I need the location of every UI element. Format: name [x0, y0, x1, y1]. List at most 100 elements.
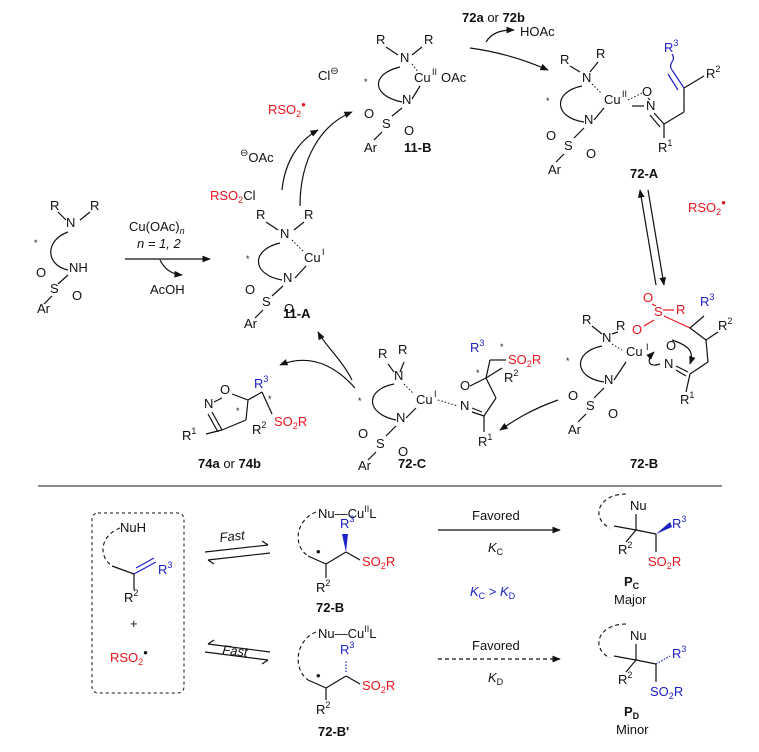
svg-text:N: N [460, 398, 469, 413]
svg-text:*: * [364, 77, 368, 87]
pd-label: PD [624, 704, 640, 721]
svg-text:S: S [564, 138, 573, 153]
ligand-structure: R R N * NH O S O Ar [34, 198, 99, 316]
svg-text:*: * [358, 396, 362, 406]
svg-text:R2: R2 [618, 540, 632, 557]
svg-text:*: * [546, 96, 550, 106]
svg-text:N: N [602, 330, 611, 345]
svg-text:Cu: Cu [414, 70, 431, 85]
chloride-label: Cl⊖ [318, 66, 339, 83]
svg-text:R: R [398, 342, 407, 357]
svg-text:S: S [382, 116, 391, 131]
kd-label: KD [488, 670, 504, 687]
svg-text:N: N [582, 70, 591, 85]
regeneration-arrow [317, 331, 353, 381]
svg-text:R2: R2 [252, 420, 266, 437]
svg-text:SO2R: SO2R [648, 554, 681, 571]
intermediate-72c: R R N Cu I * N O S O Ar N O R1 * R2 R3 * [358, 338, 541, 473]
svg-text:R1: R1 [658, 138, 672, 155]
svg-text:Ar: Ar [364, 140, 378, 155]
svg-text:•: • [316, 544, 321, 559]
svg-text:N: N [394, 368, 403, 383]
rso2cl-label: RSO2Cl [210, 188, 256, 205]
oxidation-arrows: RSO2Cl ⊖OAc RSO2• Cl⊖ [210, 66, 353, 207]
product-pd: Nu R2 R3 SO2R PD Minor [598, 623, 686, 737]
catalyst-11a: R R N Cu I * N O S O Ar 11-A [244, 207, 325, 331]
fast-bottom-label: Fast [222, 642, 250, 660]
pc-label: PC [624, 574, 640, 591]
svg-text:*: * [34, 238, 38, 248]
svg-text:R3: R3 [158, 560, 172, 577]
nu-cu-top-label: Nu—CuIIL [318, 504, 377, 521]
bottom-72b-label: 72-B [316, 600, 344, 615]
product-label: 74a or 74b [198, 456, 261, 471]
favored-arrow-bottom: Favored KD [438, 638, 561, 687]
svg-text:R1: R1 [680, 390, 694, 407]
svg-text:R3: R3 [340, 640, 354, 657]
svg-text:N: N [402, 92, 411, 107]
svg-text:R3: R3 [672, 644, 686, 661]
hoac-label: HOAc [520, 24, 555, 39]
svg-text:O: O [358, 426, 368, 441]
svg-text:SO2R: SO2R [650, 684, 683, 701]
substrate-box: NuH R2 R3 + RSO2• [91, 512, 185, 694]
svg-text:R: R [424, 32, 433, 47]
svg-text:Ar: Ar [568, 422, 582, 437]
svg-text:*: * [246, 254, 250, 264]
intermediate-72b-bottom: Nu—CuIIL • R2 R3 SO2R 72-B [297, 504, 395, 615]
svg-text:R2: R2 [504, 368, 518, 385]
svg-text:R3: R3 [664, 38, 678, 55]
svg-text:Ar: Ar [358, 458, 372, 473]
svg-text:SO2R: SO2R [274, 414, 307, 431]
cyclization-arrow [499, 399, 559, 431]
rate-comparison-label: KC > KD [470, 584, 516, 601]
svg-text:S: S [586, 398, 595, 413]
acoh-label: AcOH [150, 282, 185, 297]
svg-text:O: O [284, 301, 294, 316]
substrates-label: 72a or 72b [462, 10, 525, 25]
svg-text:R1: R1 [478, 432, 492, 449]
svg-text:N: N [396, 410, 405, 425]
svg-text:R2: R2 [618, 670, 632, 687]
svg-text:R2: R2 [124, 588, 138, 605]
svg-text:Cu: Cu [416, 392, 433, 407]
intermediate-72a: R R N Cu II O * N O S O Ar N R1 R3 [546, 38, 720, 181]
svg-text:O: O [245, 282, 255, 297]
svg-text:SO2R: SO2R [362, 678, 395, 695]
svg-text:R3: R3 [254, 374, 268, 391]
svg-text:*: * [268, 394, 272, 404]
catalyst-11b: R R N Cu II OAc * N O S O Ar 11-B [364, 32, 467, 155]
elimination-arrow [279, 359, 356, 389]
svg-text:*: * [566, 356, 570, 366]
svg-text:Nu: Nu [630, 498, 647, 513]
svg-text:R2: R2 [718, 316, 732, 333]
svg-text:S: S [654, 304, 663, 319]
svg-text:Ar: Ar [244, 316, 258, 331]
intermediate-72a-label: 72-A [630, 166, 659, 181]
svg-text:N: N [664, 356, 673, 371]
svg-text:Cu: Cu [626, 344, 643, 359]
svg-text:*: * [236, 406, 240, 416]
svg-text:O: O [546, 128, 556, 143]
svg-text:Cu: Cu [604, 92, 621, 107]
radical-addition-equilibrium: RSO2• [637, 189, 726, 286]
svg-text:II: II [622, 89, 627, 99]
svg-text:Ar: Ar [548, 162, 562, 177]
svg-text:SO2R: SO2R [508, 352, 541, 369]
plus-label: + [130, 616, 138, 631]
svg-text:R: R [50, 198, 59, 213]
svg-text:R3: R3 [470, 338, 484, 355]
svg-text:O: O [220, 382, 230, 397]
svg-text:R2: R2 [316, 700, 330, 717]
svg-text:I: I [322, 247, 325, 257]
svg-text:R: R [304, 207, 313, 222]
svg-text:S: S [50, 281, 59, 296]
svg-text:S: S [376, 436, 385, 451]
svg-text:R: R [378, 346, 387, 361]
intermediate-72b-label: 72-B [630, 456, 658, 471]
svg-text:II: II [432, 67, 437, 77]
favored-arrow-top: Favored KC [438, 508, 561, 557]
svg-text:O: O [608, 406, 618, 421]
cu-oac-subscript: n [180, 226, 185, 236]
